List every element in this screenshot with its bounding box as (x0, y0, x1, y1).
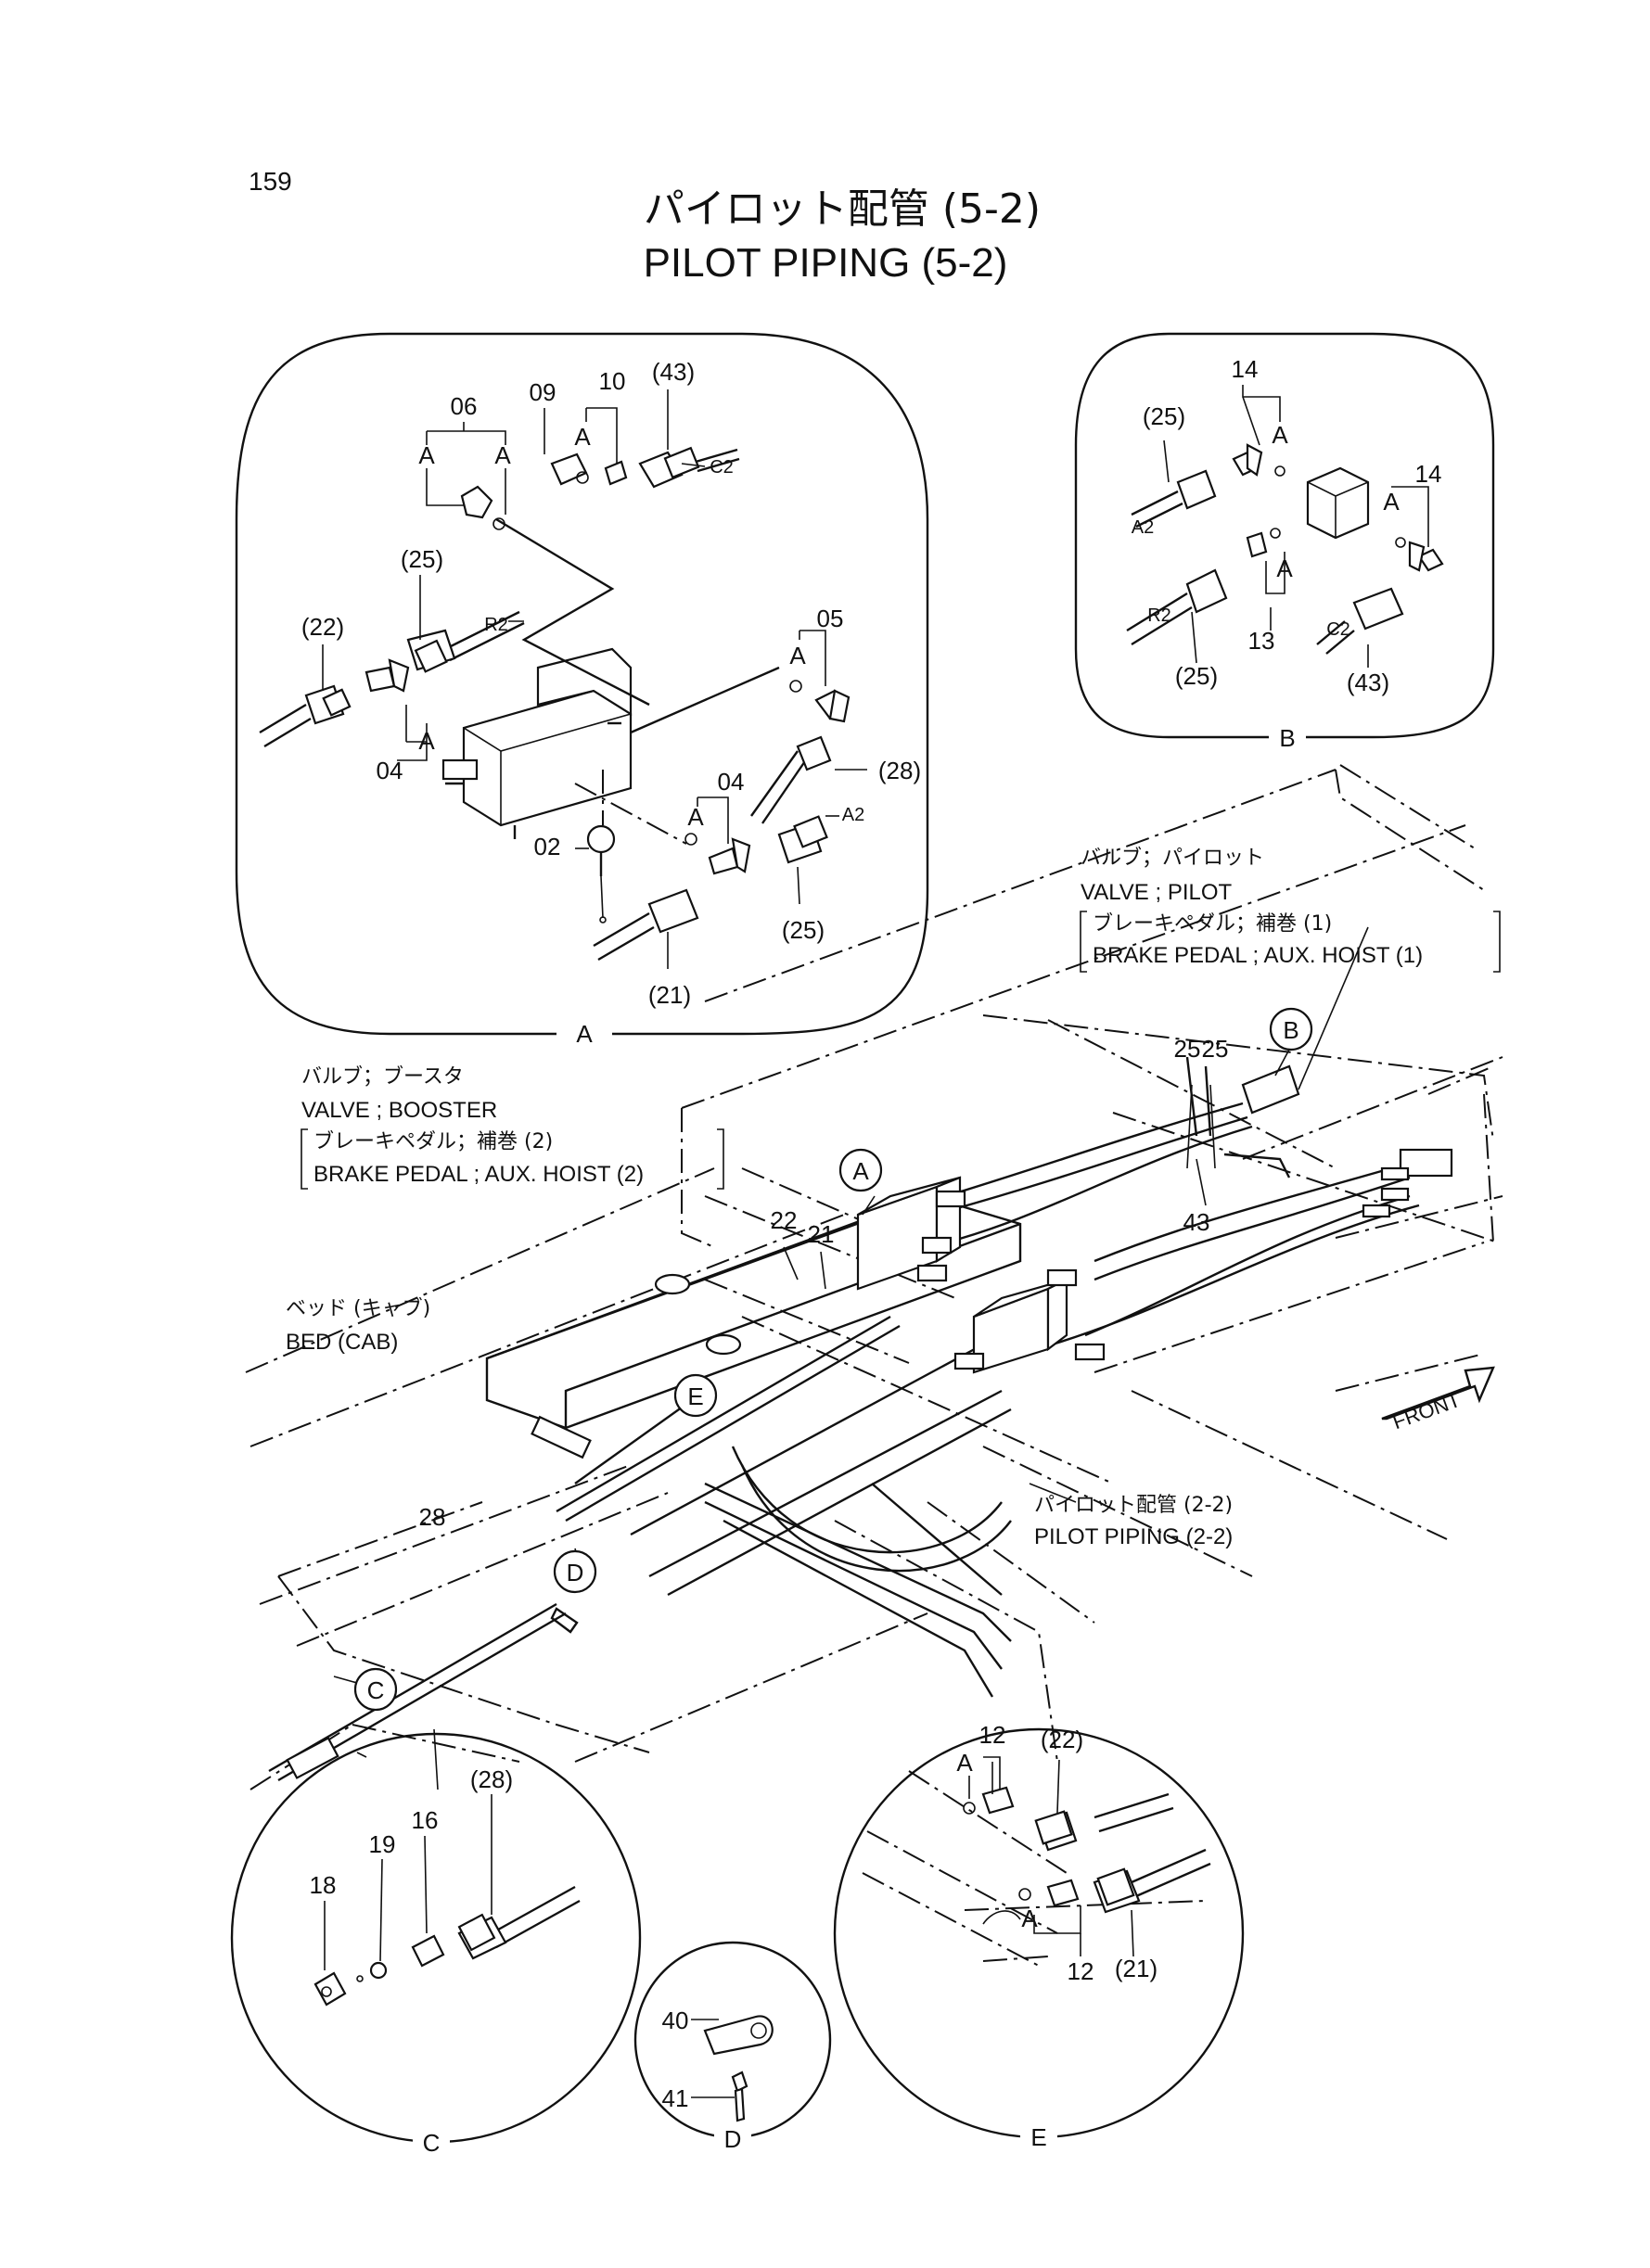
main-label-21: 21 (808, 1220, 835, 1248)
detail-A-label-09: 09 (530, 378, 556, 406)
detail-B-label-A1: A (1272, 421, 1288, 449)
detail-B-label-25-top: (25) (1143, 402, 1185, 430)
detail-A-label-R2: R2 (484, 615, 508, 635)
front-arrow: FRONT (1381, 1366, 1495, 1433)
detail-A-label-A1: A (418, 441, 435, 469)
detail-A-label-A2-pipe: A2 (842, 805, 864, 825)
pilot-valve-ja: バルブ；パイロット (1081, 847, 1264, 870)
detail-D-label-40: 40 (662, 2007, 689, 2034)
callout-pilot-valve: バルブ；パイロット VALVE ; PILOT ブレーキペダル；補巻 (1) B… (1080, 847, 1501, 973)
detail-E-label-A1: A (956, 1749, 973, 1777)
detail-A-label-10: 10 (599, 367, 626, 395)
detail-A-label-05: 05 (817, 605, 844, 632)
detail-B-label-43: (43) (1347, 669, 1389, 696)
main-labels: 25 25 43 22 21 28 (419, 1035, 1229, 1531)
circle-ref-D: D (567, 1559, 584, 1586)
detail-A-label-A6: A (687, 803, 704, 831)
detail-C-label: C (423, 2129, 441, 2157)
detail-A-label-28: (28) (878, 757, 921, 784)
detail-A-label-04-right: 04 (718, 768, 745, 796)
booster-valve-sub-en: BRAKE PEDAL ; AUX. HOIST (2) (313, 1162, 644, 1187)
detail-B-label-25-bottom: (25) (1175, 662, 1218, 690)
circle-ref-C: C (367, 1676, 385, 1704)
callout-pilot-piping: パイロット配管 (2-2) PILOT PIPING (2-2) (1034, 1494, 1233, 1549)
detail-B-label-A4: A (1276, 554, 1293, 582)
detail-E-label-12-top: 12 (979, 1721, 1006, 1749)
detail-A-label-21: (21) (648, 981, 691, 1009)
detail-A-label: A (576, 1020, 593, 1048)
detail-B-label-13: 13 (1248, 627, 1275, 655)
detail-B: B 14 (25) A A2 14 A (1074, 332, 1495, 752)
detail-A-label-22: (22) (301, 613, 344, 641)
front-label: FRONT (1389, 1388, 1464, 1433)
detail-C-label-16: 16 (412, 1806, 439, 1834)
detail-D-label: D (724, 2125, 742, 2153)
detail-D-label-41: 41 (662, 2084, 689, 2112)
detail-B-label-14-right: 14 (1415, 460, 1442, 488)
bed-en: BED (CAB) (286, 1330, 398, 1355)
detail-C-label-19: 19 (369, 1830, 396, 1858)
pilot-piping-ja: パイロット配管 (2-2) (1034, 1494, 1233, 1517)
pilot-valve-en: VALVE ; PILOT (1081, 880, 1233, 905)
detail-A-label-A5: A (789, 642, 806, 669)
detail-E-label: E (1030, 2123, 1046, 2151)
detail-A-label-25-top: (25) (401, 545, 443, 573)
detail-A-label-02: 02 (534, 833, 561, 860)
pilot-piping-en: PILOT PIPING (2-2) (1034, 1524, 1233, 1549)
main-label-25-b: 25 (1202, 1035, 1229, 1063)
circle-ref-B: B (1283, 1016, 1298, 1044)
detail-E-label-A2: A (1021, 1905, 1038, 1932)
detail-A-label-43: (43) (652, 358, 695, 386)
main-label-28: 28 (419, 1503, 446, 1531)
bed-ja: ベッド (キャブ) (286, 1297, 430, 1320)
detail-D: D 40 41 (633, 1941, 832, 2153)
main-label-22: 22 (771, 1206, 798, 1234)
circle-ref-A: A (852, 1157, 869, 1185)
detail-E-label-21: (21) (1115, 1955, 1158, 1982)
detail-B-label-R2: R2 (1147, 605, 1171, 626)
page-number: 159 (249, 167, 292, 196)
booster-valve-sub-ja: ブレーキペダル；補巻 (2) (313, 1130, 553, 1153)
detail-E-label-12-bottom: 12 (1068, 1957, 1094, 1985)
pilot-valve-sub-ja: ブレーキペダル；補巻 (1) (1093, 912, 1332, 936)
detail-A-label-04-left: 04 (377, 757, 403, 784)
detail-B-label-C2: C2 (1326, 619, 1350, 640)
detail-E: E 12 (22) A A 12 (21) (833, 1721, 1245, 2151)
detail-A: A (235, 332, 929, 1048)
callout-bed: ベッド (キャブ) BED (CAB) (286, 1297, 430, 1355)
booster-valve-ja: バルブ；ブースタ (301, 1065, 464, 1089)
main-label-43: 43 (1183, 1208, 1210, 1236)
detail-B-label-A2: A2 (1132, 517, 1154, 538)
detail-B-label: B (1279, 724, 1295, 752)
booster-valve-en: VALVE ; BOOSTER (301, 1098, 497, 1123)
detail-A-label-06: 06 (451, 392, 478, 420)
detail-A-label-C2: C2 (710, 457, 734, 478)
circle-ref-E: E (687, 1382, 703, 1410)
title-english: PILOT PIPING (5-2) (644, 240, 1008, 286)
detail-A-label-25-bottom: (25) (782, 916, 825, 944)
circle-refs: A B C D E (333, 1007, 1313, 1712)
detail-E-label-22: (22) (1041, 1726, 1083, 1753)
detail-A-label-A3: A (574, 423, 591, 451)
detail-B-label-14-top: 14 (1232, 355, 1259, 383)
callout-booster-valve: バルブ；ブースタ VALVE ; BOOSTER ブレーキペダル；補巻 (2) … (301, 1065, 724, 1190)
main-assembly: FRONT (245, 764, 1503, 1790)
detail-A-label-A4: A (418, 727, 435, 755)
detail-C-label-28: (28) (470, 1765, 513, 1793)
detail-A-label-A2: A (494, 441, 511, 469)
main-label-25-a: 25 (1174, 1035, 1201, 1063)
detail-C-label-18: 18 (310, 1871, 337, 1899)
pilot-valve-sub-en: BRAKE PEDAL ; AUX. HOIST (1) (1093, 943, 1423, 968)
detail-B-label-A3: A (1383, 488, 1400, 516)
title-japanese: パイロット配管 (5-2) (644, 185, 1041, 233)
detail-C: C (28) 16 19 18 (230, 1732, 642, 2157)
